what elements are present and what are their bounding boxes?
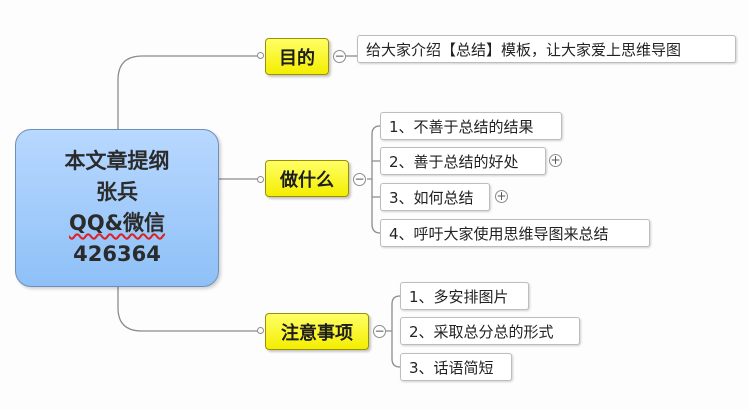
subtopic-what-4[interactable]: 4、呼吁大家使用思维导图来总结 (380, 219, 650, 247)
expand-toggle-what-3[interactable]: + (495, 189, 508, 203)
subtopic-what-2[interactable]: 2、善于总结的好处 (380, 147, 546, 175)
topic-notes[interactable]: 注意事项 (265, 313, 369, 350)
topic-label: 目的 (279, 47, 315, 69)
connector-anchor-dot (257, 176, 264, 183)
connector-root-purpose (117, 55, 262, 129)
topic-label: 注意事项 (281, 322, 353, 344)
topic-label: 做什么 (280, 169, 334, 191)
subtopic-label: 4、呼吁大家使用思维导图来总结 (389, 224, 609, 243)
collapse-toggle-purpose[interactable]: − (333, 49, 346, 63)
root-contact-label: QQ&微信 (68, 211, 166, 235)
subtopic-purpose-1[interactable]: 给大家介绍【总结】模板，让大家爱上思维导图 (357, 35, 736, 63)
subtopic-notes-3[interactable]: 3、话语简短 (400, 353, 512, 381)
expand-toggle-what-2[interactable]: + (549, 153, 562, 167)
connector-root-notes (117, 287, 262, 332)
subtopic-notes-2[interactable]: 2、采取总分总的形式 (400, 317, 580, 345)
subtopic-label: 给大家介绍【总结】模板，让大家爱上思维导图 (366, 40, 682, 59)
collapse-toggle-notes[interactable]: − (373, 324, 386, 338)
subtopic-notes-1[interactable]: 1、多安排图片 (400, 282, 529, 310)
subtopic-label: 3、如何总结 (389, 188, 474, 207)
subtopic-label: 2、采取总分总的形式 (409, 322, 554, 341)
subtopic-label: 3、话语简短 (409, 358, 494, 377)
collapse-toggle-what[interactable]: − (353, 172, 366, 186)
topic-purpose[interactable]: 目的 (265, 38, 329, 75)
subtopic-label: 1、不善于总结的结果 (389, 117, 534, 136)
connector-what-subs (367, 125, 381, 234)
subtopic-what-3[interactable]: 3、如何总结 (380, 183, 490, 211)
subtopic-label: 1、多安排图片 (409, 287, 509, 306)
connector-notes-subs (386, 295, 401, 368)
subtopic-what-1[interactable]: 1、不善于总结的结果 (380, 112, 562, 140)
connector-anchor-dot (257, 52, 264, 59)
root-title: 本文章提纲 (64, 149, 170, 173)
root-contact-number: 426364 (73, 242, 161, 266)
subtopic-label: 2、善于总结的好处 (389, 152, 519, 171)
root-topic[interactable]: 本文章提纲 张兵 QQ&微信 426364 (15, 129, 219, 287)
connector-anchor-dot (257, 327, 264, 334)
topic-what[interactable]: 做什么 (265, 160, 349, 197)
root-author: 张兵 (96, 180, 138, 204)
